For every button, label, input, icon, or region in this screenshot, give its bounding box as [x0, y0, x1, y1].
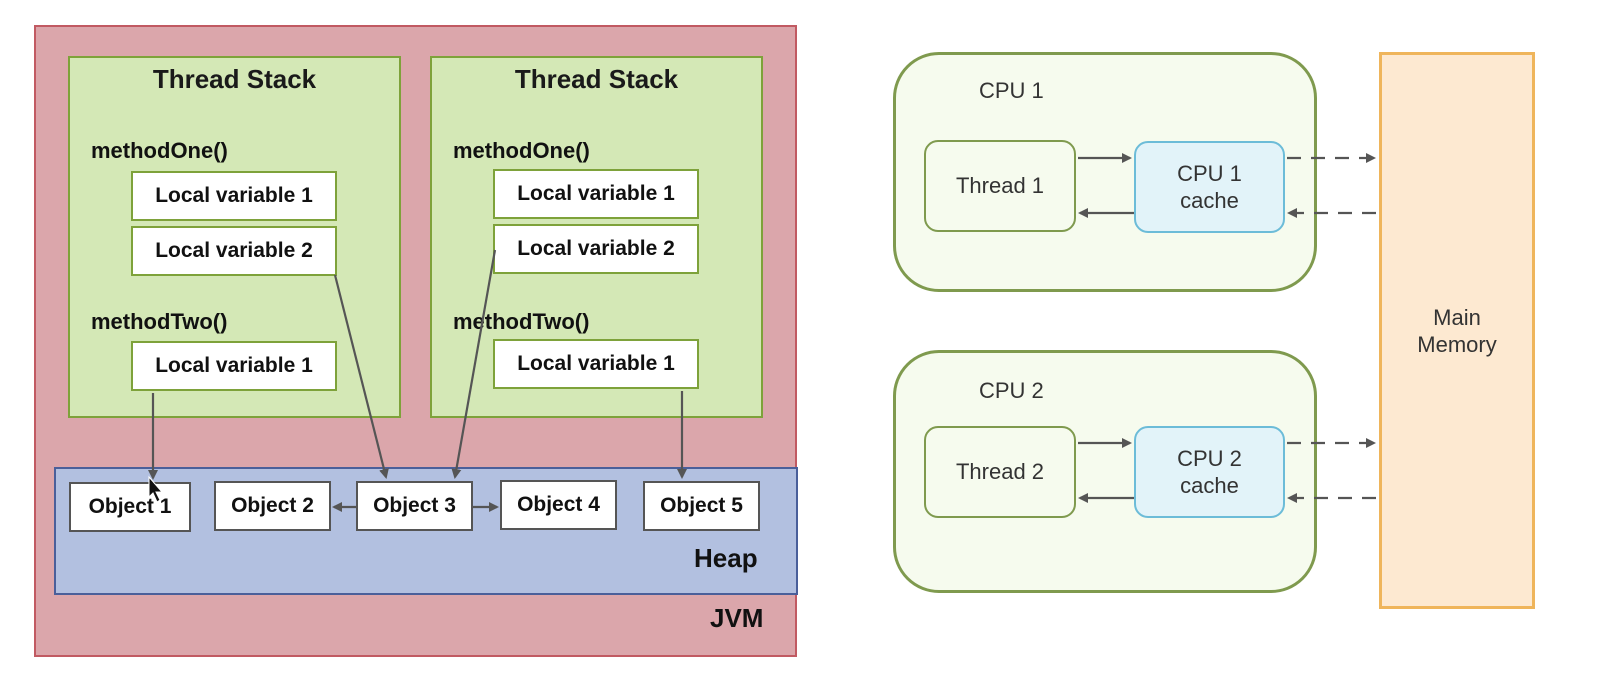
cpu-1-cache-line-2: cache [1180, 188, 1239, 213]
heap-object-1: Object 1 [69, 482, 191, 532]
stack-1-method-two: methodTwo() [91, 309, 228, 334]
stack-2-method-two: methodTwo() [453, 309, 590, 334]
heap-object-3: Object 3 [356, 481, 473, 531]
thread-stack-1-title: Thread Stack [152, 64, 317, 94]
cpu-1-label: CPU 1 [979, 78, 1044, 103]
thread-stack-2-title: Thread Stack [514, 64, 679, 94]
cpu-1-cache-line-1: CPU 1 [1177, 161, 1242, 186]
heap-label: Heap [694, 543, 758, 573]
thread-2-box: Thread 2 [924, 426, 1076, 518]
stack-1-method-one-local-2: Local variable 2 [131, 226, 337, 276]
cpu-2-label: CPU 2 [979, 378, 1044, 403]
cpu-2-cache-line-2: cache [1180, 473, 1239, 498]
thread-1-box: Thread 1 [924, 140, 1076, 232]
heap-object-2: Object 2 [214, 481, 331, 531]
heap-object-4: Object 4 [500, 480, 617, 530]
cpu-2-cache-line-1: CPU 2 [1177, 446, 1242, 471]
main-memory-line-2: Memory [1417, 331, 1497, 357]
stack-2-method-one-local-2: Local variable 2 [493, 224, 699, 274]
stack-2-method-two-local-1: Local variable 1 [493, 339, 699, 389]
heap-object-5: Object 5 [643, 481, 760, 531]
stack-2-method-one-local-1: Local variable 1 [493, 169, 699, 219]
jvm-label: JVM [710, 603, 764, 633]
stack-1-method-one: methodOne() [91, 138, 228, 163]
stack-1-method-two-local-1: Local variable 1 [131, 341, 337, 391]
stack-2-method-one: methodOne() [453, 138, 590, 163]
main-memory-line-1: Main [1433, 304, 1481, 330]
stack-1-method-one-local-1: Local variable 1 [131, 171, 337, 221]
